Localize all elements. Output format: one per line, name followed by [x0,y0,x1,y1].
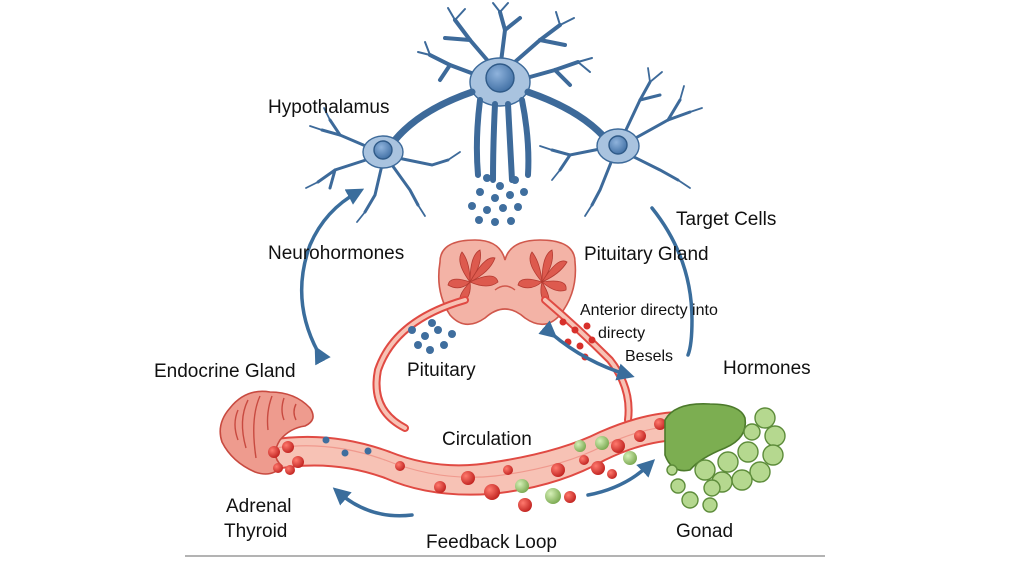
right-neuron [539,67,703,217]
adrenal-thyroid-gland [219,390,314,475]
label-pituitary-gland: Pituitary Gland [584,244,709,265]
label-thyroid: Thyroid [224,521,287,542]
label-anterior-line1: Anterior directy into [580,302,718,319]
label-feedback-loop: Feedback Loop [426,532,557,553]
circulation-vessel [269,410,691,512]
gonad [664,403,786,513]
pituitary-gland [437,239,577,326]
label-anterior-line2: directy [598,325,645,342]
label-target-cells: Target Cells [676,209,776,230]
label-pituitary: Pituitary [407,360,476,381]
left-neuron [305,107,461,223]
label-endocrine-gland: Endocrine Gland [154,361,296,382]
label-circulation: Circulation [442,429,532,450]
label-hypothalamus: Hypothalamus [268,97,389,118]
central-neuron [391,2,609,183]
label-adrenal: Adrenal [226,496,292,517]
flow-arrows [299,188,694,518]
label-hormones: Hormones [723,358,811,379]
label-gonad: Gonad [676,521,733,542]
neurohormone-molecules [468,174,528,226]
label-neurohormones: Neurohormones [268,243,404,264]
label-anterior-line3: Besels [625,348,673,365]
